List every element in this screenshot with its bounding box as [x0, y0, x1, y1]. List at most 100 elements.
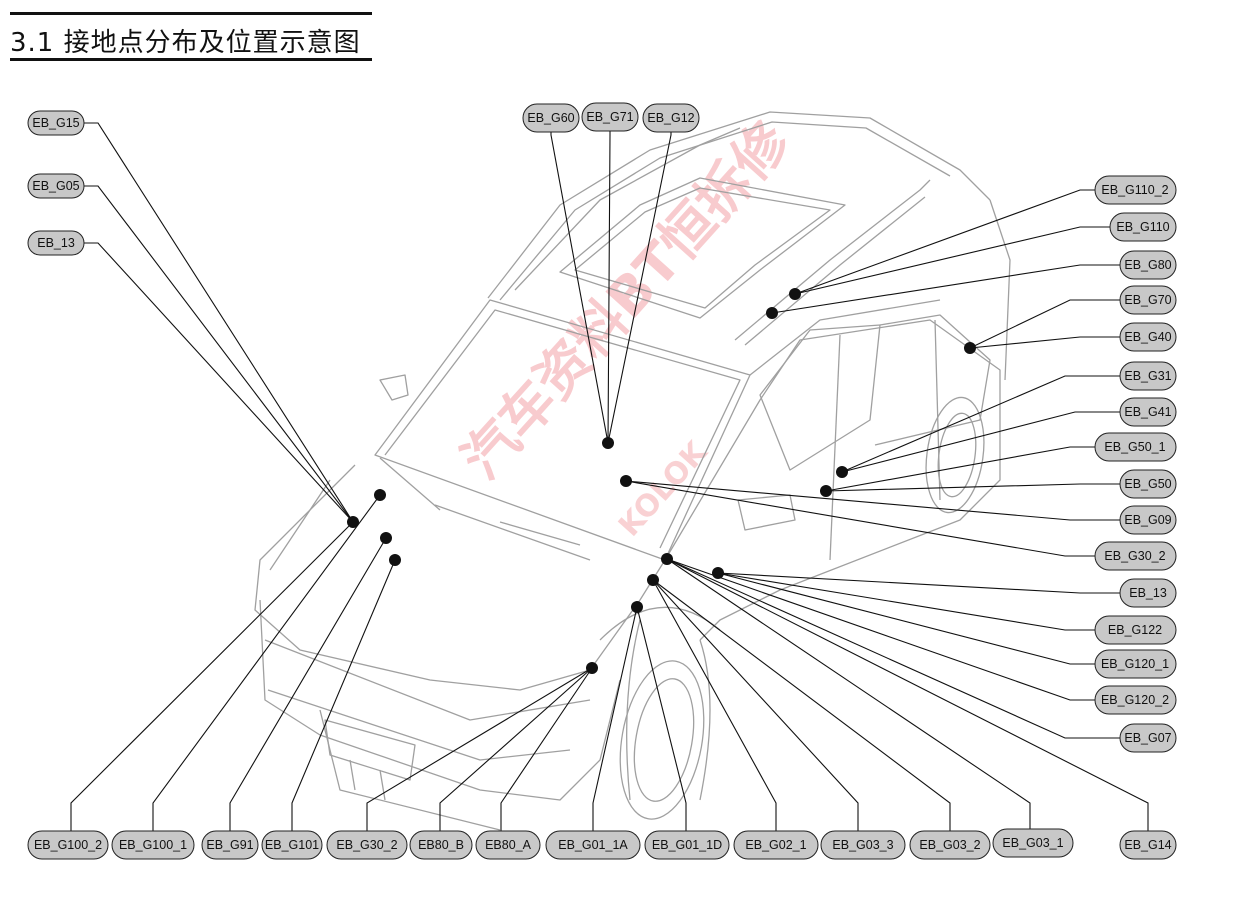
ground-point	[602, 437, 614, 449]
label-EB_G40: EB_G40	[1119, 322, 1177, 352]
leader-EB_G120_1	[717, 572, 1095, 665]
ground-point	[374, 489, 386, 501]
ground-point	[620, 475, 632, 487]
leader-EB_G12	[607, 132, 672, 444]
ground-point	[964, 342, 976, 354]
label-EB_G60: EB_G60	[522, 103, 580, 133]
leader-EB_G03_2	[652, 579, 951, 831]
leader-EB_G80	[771, 264, 1120, 314]
label-EB_G50_1: EB_G50_1	[1094, 432, 1177, 462]
ground-points	[347, 288, 976, 674]
svg-text:EB_G14: EB_G14	[1124, 838, 1171, 852]
leader-EB_G09	[625, 480, 1120, 521]
label-EB_G02_1: EB_G02_1	[733, 830, 819, 860]
svg-text:EB_G30_2: EB_G30_2	[336, 838, 397, 852]
leader-EB_G122	[717, 572, 1095, 631]
label-EB_G03_2: EB_G03_2	[909, 830, 991, 860]
label-EB_G101: EB_G101	[261, 830, 323, 860]
leader-EB_G14	[666, 558, 1149, 831]
leader-EB80_B	[439, 667, 593, 831]
ground-point	[586, 662, 598, 674]
svg-text:EB_G03_2: EB_G03_2	[919, 838, 980, 852]
leader-EB_G02_1	[652, 579, 777, 831]
ground-point	[836, 466, 848, 478]
svg-text:EB_G120_1: EB_G120_1	[1101, 657, 1169, 671]
leader-EB_G101	[291, 559, 396, 831]
leader-EB_G91	[229, 537, 387, 831]
label-EB_G70: EB_G70	[1119, 285, 1177, 315]
leader-EB_G05	[84, 185, 354, 523]
car-outline	[254, 111, 1011, 831]
ground-point	[647, 574, 659, 586]
leader-EB_G60	[550, 132, 609, 444]
ground-point	[766, 307, 778, 319]
leader-EB_G03_1	[666, 558, 1031, 831]
label-EB_G03_3: EB_G03_3	[820, 830, 906, 860]
svg-text:EB_G09: EB_G09	[1124, 513, 1171, 527]
label-EB_G09: EB_G09	[1119, 505, 1177, 535]
leader-EB_13-right	[717, 572, 1120, 594]
leader-EB_G40	[969, 336, 1120, 349]
svg-text:EB_G50: EB_G50	[1124, 477, 1171, 491]
svg-text:EB80_B: EB80_B	[418, 838, 464, 852]
ground-point	[389, 554, 401, 566]
svg-text:EB_G07: EB_G07	[1124, 731, 1171, 745]
svg-text:EB_G30_2: EB_G30_2	[1104, 549, 1165, 563]
label-EB_G50: EB_G50	[1119, 469, 1177, 499]
svg-text:EB_G01_1D: EB_G01_1D	[652, 838, 722, 852]
leader-EB80_A	[500, 667, 593, 831]
label-EB_G01_1D: EB_G01_1D	[644, 830, 730, 860]
svg-text:EB_G100_1: EB_G100_1	[119, 838, 187, 852]
svg-text:EB_G15: EB_G15	[32, 116, 79, 130]
svg-text:EB_G70: EB_G70	[1124, 293, 1171, 307]
svg-text:EB_G91: EB_G91	[206, 838, 253, 852]
svg-text:EB_G71: EB_G71	[586, 110, 633, 124]
svg-text:EB_G120_2: EB_G120_2	[1101, 693, 1169, 707]
title-top-rule	[10, 12, 372, 15]
leader-EB_G03_3	[652, 579, 859, 831]
svg-text:EB_G60: EB_G60	[527, 111, 574, 125]
leader-EB_G50	[825, 483, 1120, 492]
label-EB_G120_2: EB_G120_2	[1094, 685, 1177, 715]
leader-EB_G15	[84, 122, 354, 523]
leader-EB_G30_2-right	[625, 480, 1095, 557]
leader-EB_G110_2	[794, 189, 1095, 295]
label-EB_G05: EB_G05	[27, 173, 85, 199]
ground-point	[347, 516, 359, 528]
leader-EB_G100_2	[70, 521, 354, 831]
svg-text:EB_G80: EB_G80	[1124, 258, 1171, 272]
label-EB_G41: EB_G41	[1119, 397, 1177, 427]
label-EB_G71: EB_G71	[581, 102, 639, 132]
label-EB80_A: EB80_A	[475, 830, 541, 860]
svg-text:EB_G01_1A: EB_G01_1A	[558, 838, 628, 852]
leader-EB_G01_1D	[636, 606, 687, 831]
leader-EB_G70	[969, 299, 1120, 349]
label-EB_G100_1: EB_G100_1	[111, 830, 195, 860]
label-EB_G01_1A: EB_G01_1A	[545, 830, 641, 860]
label-EB_G30_2-bottom: EB_G30_2	[326, 830, 408, 860]
page-title: 3.1 接地点分布及位置示意图	[10, 28, 361, 58]
label-EB_G110_2: EB_G110_2	[1094, 175, 1177, 205]
label-EB_13-left: EB_13	[27, 230, 85, 256]
svg-text:EB80_A: EB80_A	[485, 838, 532, 852]
leader-EB_G07	[666, 558, 1120, 739]
svg-text:EB_G101: EB_G101	[265, 838, 319, 852]
svg-text:EB_G31: EB_G31	[1124, 369, 1171, 383]
leader-EB_G30_2-bottom	[366, 667, 593, 831]
labels: EB_G15 EB_G05 EB_13 EB_G60 EB_G71 EB_G12…	[27, 102, 1177, 860]
svg-text:EB_G40: EB_G40	[1124, 330, 1171, 344]
leader-EB_G120_2	[666, 558, 1095, 701]
label-EB_G110: EB_G110	[1109, 212, 1177, 242]
svg-text:EB_13: EB_13	[1129, 586, 1167, 600]
leader-EB_G01_1A	[592, 606, 638, 831]
leader-EB_G50_1	[825, 446, 1095, 492]
leader-EB_G31	[841, 375, 1120, 473]
svg-text:EB_G110: EB_G110	[1116, 220, 1169, 234]
title-bottom-rule	[10, 58, 372, 61]
label-EB_G122: EB_G122	[1094, 615, 1177, 645]
label-EB_G31: EB_G31	[1119, 361, 1177, 391]
label-EB_G03_1: EB_G03_1	[992, 828, 1074, 858]
svg-text:EB_G05: EB_G05	[32, 179, 79, 193]
label-EB_G07: EB_G07	[1119, 723, 1177, 753]
